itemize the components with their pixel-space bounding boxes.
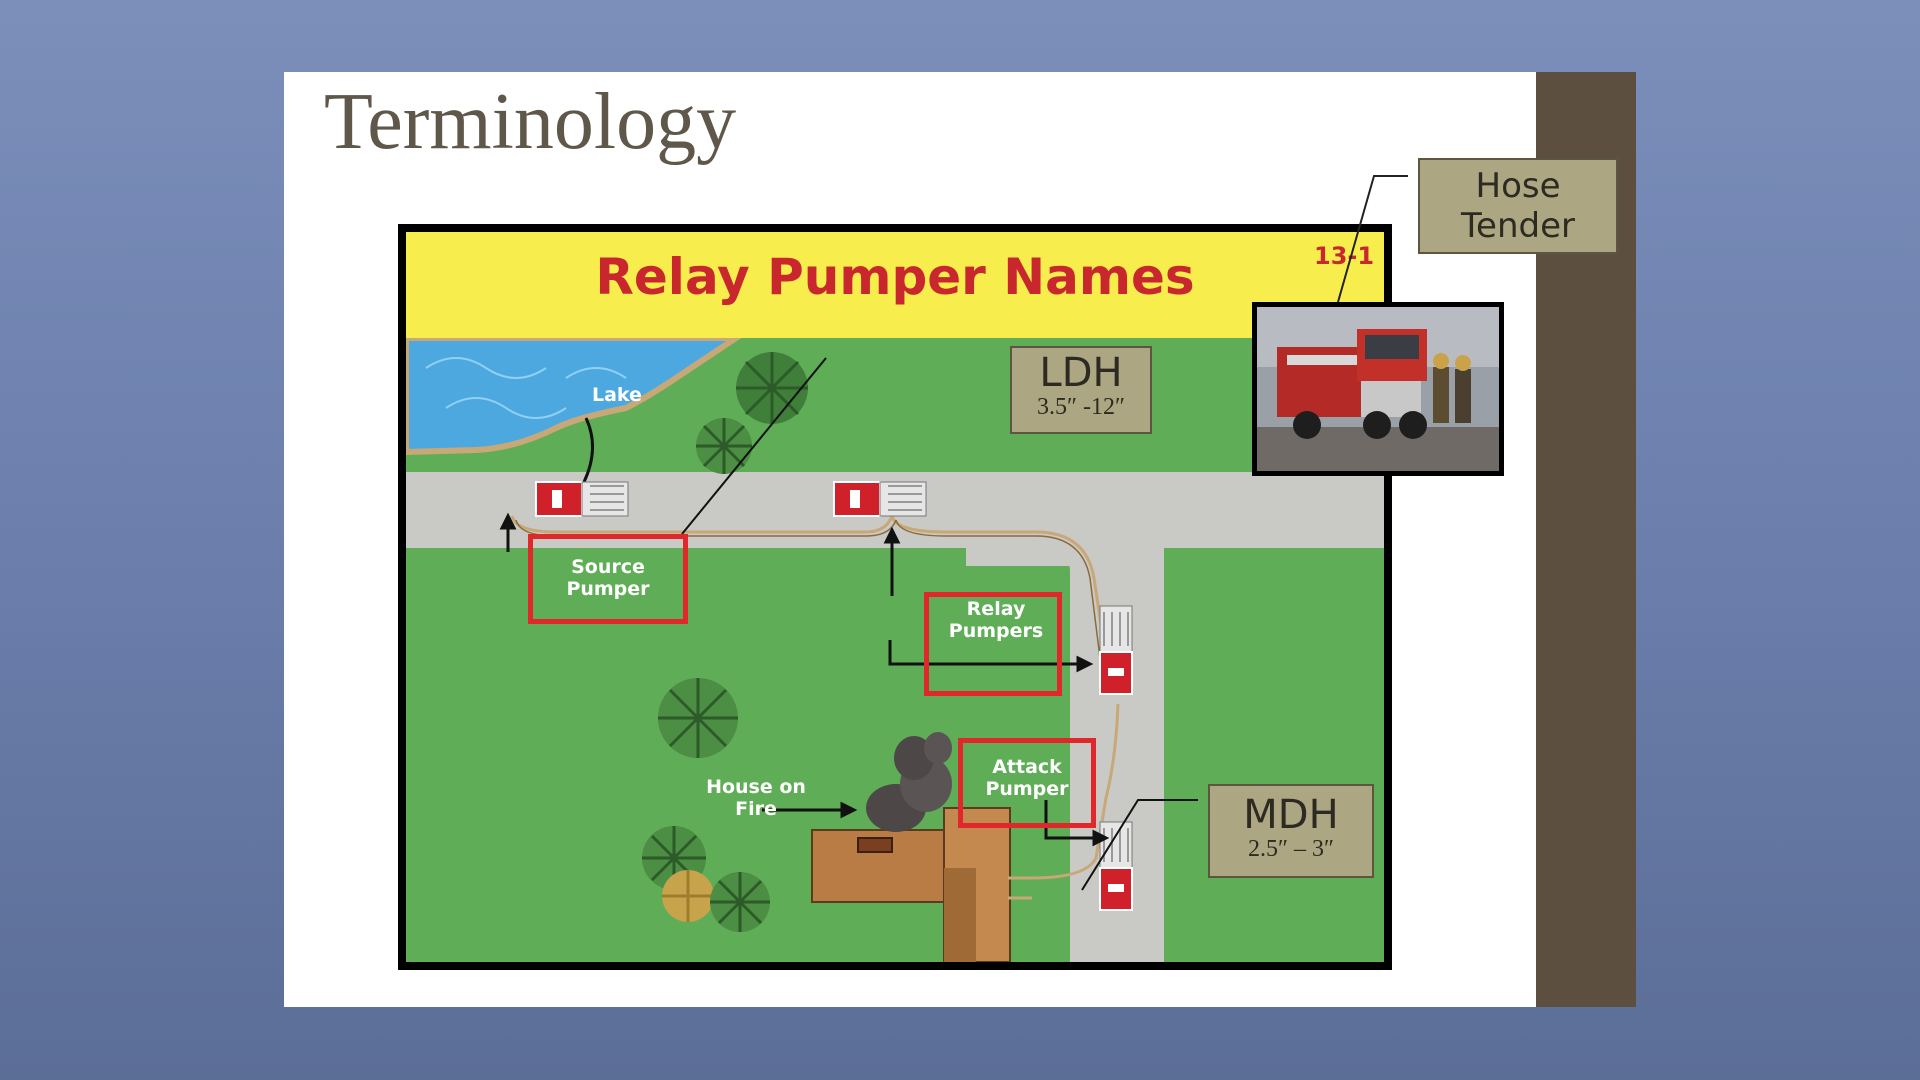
attack-pumper-label: Attack Pumper [985,756,1069,800]
house-on-fire-label: House on Fire [706,776,806,820]
fire-truck-photo-illustration [1257,307,1499,471]
label-arrows [499,512,1110,847]
hose-tender-photo [1252,302,1504,476]
source-pumper-truck [535,481,629,517]
attack-pumper-highlight [958,738,1096,828]
diagram-title: Relay Pumper Names [595,248,1195,306]
ldh-leader-line [681,357,827,535]
relay-pumper-truck [1099,605,1133,695]
relay-pumpers-label: Relay Pumpers [948,598,1044,642]
relay-pumper-truck [833,481,927,517]
slide-title: Terminology [324,78,737,166]
source-pumper-label: Source Pumper [566,556,650,600]
mdh-leader-line [1081,799,1198,891]
tree-icon [710,872,770,932]
tree-icon [662,870,714,922]
figure-number: 13-1 [1314,242,1375,270]
mdh-callout: MDH 2.5″ – 3″ [1208,784,1374,878]
mdh-name: MDH [1243,792,1339,838]
intake-hose-line [582,417,595,483]
relay-pumpers-highlight [924,592,1062,696]
lake-water [406,338,742,456]
attack-pumper-truck [1099,821,1133,911]
ldh-range: 3.5″ -12″ [1037,394,1125,420]
diagram-banner [406,232,1384,338]
hose-tender-callout: Hose Tender [1418,158,1618,254]
mdh-range: 2.5″ – 3″ [1248,836,1334,862]
ldh-name: LDH [1039,350,1123,396]
house-on-fire-illustration [811,732,1011,962]
tree-icon [736,352,808,424]
ldh-callout: LDH 3.5″ -12″ [1010,346,1152,434]
lake-label: Lake [592,384,642,406]
tree-icon [658,678,738,758]
tree-icon [696,418,752,474]
source-pumper-highlight [528,534,688,624]
road-vertical [1070,548,1164,962]
lake-ripples [425,357,627,419]
